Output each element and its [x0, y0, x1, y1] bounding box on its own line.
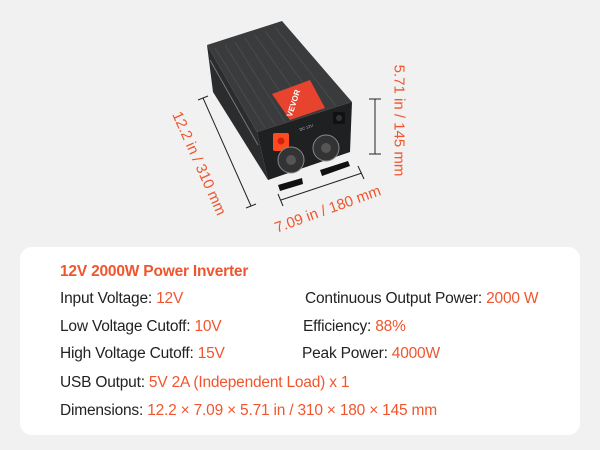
spec-continuous-output: Continuous Output Power: 2000 W — [305, 290, 539, 308]
height-dimension-label: 5.71 in / 145 mm — [390, 64, 408, 177]
spec-label: Continuous Output Power: — [305, 290, 487, 307]
spec-label: Dimensions: — [60, 402, 148, 419]
spec-value: 15V — [197, 345, 225, 362]
spec-label: High Voltage Cutoff: — [60, 345, 198, 362]
spec-peak-power: Peak Power: 4000W — [302, 345, 440, 363]
spec-efficiency: Efficiency: 88% — [303, 318, 406, 336]
spec-label: Low Voltage Cutoff: — [60, 318, 195, 335]
spec-label: USB Output: — [60, 374, 149, 391]
brand-label — [272, 80, 325, 120]
specs-title: 12V 2000W Power Inverter — [60, 263, 249, 280]
spec-value: 2000 W — [486, 290, 539, 307]
spec-value: 5V 2A (Independent Load) x 1 — [148, 374, 350, 391]
power-inverter-image: VEVOR DC 12V — [197, 21, 381, 209]
spec-usb-output: USB Output: 5V 2A (Independent Load) x 1 — [60, 374, 349, 392]
spec-label: Input Voltage: — [60, 290, 157, 307]
spec-label: Efficiency: — [303, 318, 376, 335]
length-dimension-line — [202, 97, 252, 207]
spec-value: 4000W — [391, 345, 440, 362]
spec-high-cutoff: High Voltage Cutoff: 15V — [60, 345, 225, 363]
spec-label: Peak Power: — [302, 345, 392, 362]
spec-value: 88% — [375, 318, 406, 335]
spec-value: 10V — [194, 318, 222, 335]
spec-dimensions: Dimensions: 12.2 × 7.09 × 5.71 in / 310 … — [60, 402, 437, 420]
specs-card — [20, 247, 580, 435]
inverter-side-face — [207, 45, 268, 180]
spec-value: 12V — [156, 290, 184, 307]
spec-low-cutoff: Low Voltage Cutoff: 10V — [60, 318, 222, 336]
spec-value: 12.2 × 7.09 × 5.71 in / 310 × 180 × 145 … — [147, 402, 437, 419]
front-voltage-label: DC 12V — [299, 123, 314, 132]
width-dimension-line — [280, 172, 363, 201]
spec-input-voltage: Input Voltage: 12V — [60, 290, 183, 308]
